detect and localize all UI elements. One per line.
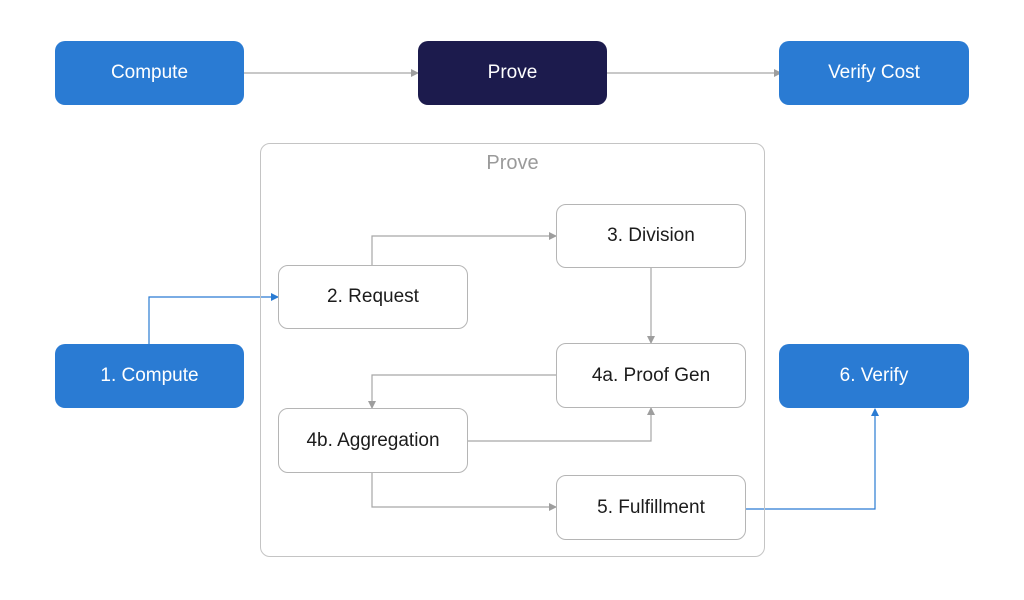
node-request: 2. Request (278, 265, 468, 329)
node-step-verify: 6. Verify (779, 344, 969, 408)
node-division: 3. Division (556, 204, 746, 268)
edge-compute-to-request (148, 293, 279, 344)
edge-request-to-division (371, 232, 557, 265)
node-prove: Prove (418, 41, 607, 105)
node-verify-cost: Verify Cost (779, 41, 969, 105)
prove-group-title: Prove (486, 152, 539, 174)
node-step-compute: 1. Compute (55, 344, 244, 408)
edge-fulfillment-to-verify (746, 408, 879, 510)
edge-aggregation-to-proof-gen (468, 407, 655, 442)
edge-proof-gen-to-aggregation (368, 374, 556, 409)
node-fulfillment: 5. Fulfillment (556, 475, 746, 540)
node-aggregation: 4b. Aggregation (278, 408, 468, 473)
prove-group-box (260, 143, 765, 557)
node-compute: Compute (55, 41, 244, 105)
edge-aggregation-to-fulfillment (371, 473, 557, 511)
node-proof-gen: 4a. Proof Gen (556, 343, 746, 408)
